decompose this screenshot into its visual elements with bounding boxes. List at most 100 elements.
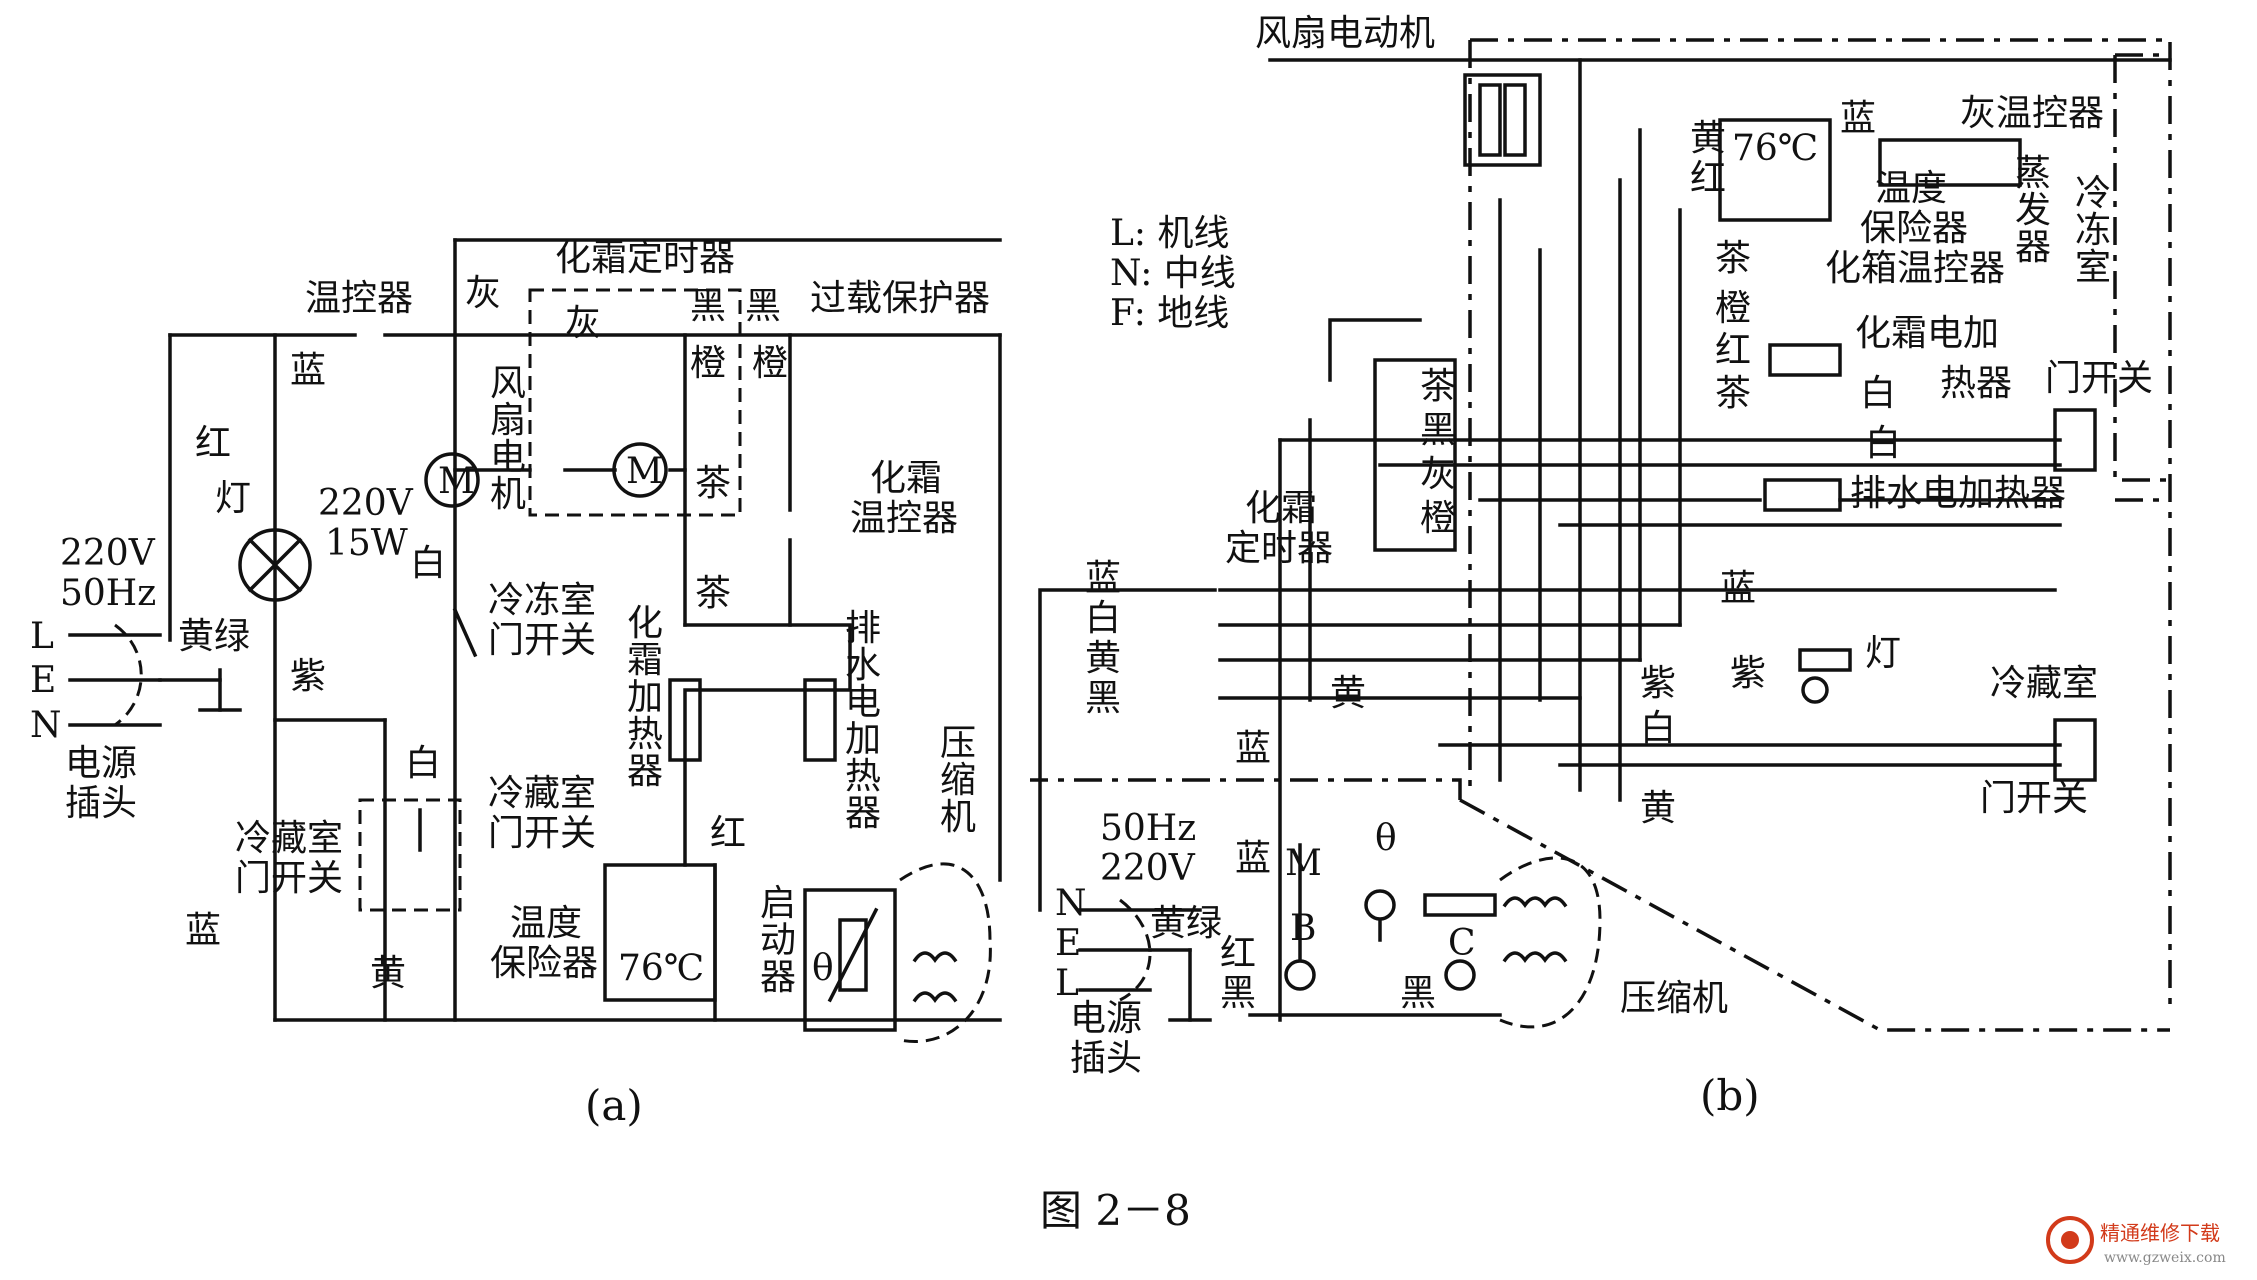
N-label-b: N (1055, 883, 1087, 924)
legend-N: N: 中线 (1110, 253, 1236, 294)
drain-heater-label-3: 电 (845, 682, 881, 723)
freezer-label-1: 冷 (2075, 173, 2111, 214)
evaporator-label-1: 蒸 (2015, 153, 2051, 194)
fridge-door-switch-2: 门开关 (488, 813, 596, 854)
fuse-temp-label-a: 76℃ (618, 948, 704, 989)
defrost-heater-label-2: 霜 (627, 640, 663, 681)
C-label: C (1448, 923, 1476, 964)
lamp-rating-w: 15W (325, 523, 408, 564)
timer-pin-3: 灰 (1420, 454, 1456, 495)
orange-label-1: 橙 (690, 343, 726, 384)
black-label-2: 黑 (745, 286, 781, 327)
plug-color-3: 黄 (1085, 638, 1121, 679)
brown-label-1: 茶 (695, 463, 731, 504)
compressor-label-a-3: 机 (940, 797, 976, 838)
evaporator-label-2: 发 (2015, 190, 2051, 231)
yellow-green-label-b: 黄绿 (1150, 903, 1222, 944)
theta-label-a: θ (812, 948, 834, 989)
thermostat-label: 温控器 (305, 278, 413, 319)
defrost-heater-b-2: 热器 (1940, 363, 2012, 404)
fridge-door-switch-1: 冷藏室 (488, 773, 596, 814)
plug-color-2: 白 (1085, 598, 1121, 639)
compressor-label-a-2: 缩 (940, 760, 976, 801)
thermal-fuse-label-1: 温度 (510, 903, 582, 944)
white-label-1: 白 (410, 543, 446, 584)
drain-heater-label-1: 排 (845, 608, 881, 649)
fridge-label-b: 冷藏室 (1990, 663, 2098, 704)
caption-a: (a) (585, 1081, 643, 1130)
black-label-b: 黑 (1220, 973, 1256, 1014)
watermark: 精通维修下载 www.gzweix.com (2046, 1216, 2226, 1266)
orange-label-2: 橙 (752, 343, 788, 384)
red-label: 红 (195, 423, 231, 464)
E-label-a: E (30, 660, 56, 701)
plug-color-4: 黑 (1085, 678, 1121, 719)
purple-label-b: 紫 (1640, 663, 1676, 704)
freezer-label-3: 室 (2075, 247, 2111, 288)
fan-motor-label-1: 风 (490, 363, 526, 404)
evaporator-label-3: 器 (2015, 227, 2051, 268)
defrost-heater-b-1: 化霜电加 (1855, 313, 1999, 354)
overload-protector-label: 过载保护器 (810, 278, 990, 319)
door-switch2-label: 门开关 (1980, 778, 2088, 819)
compressor-label-a-1: 压 (940, 723, 976, 764)
starter-label-3: 器 (760, 957, 796, 998)
white-label-2: 白 (405, 743, 441, 784)
lamp-label-b: 灯 (1865, 633, 1901, 674)
purple-label-a: 紫 (290, 656, 326, 697)
panel-b: 风扇电动机 L: 机线 N: 中线 F: 地线 黄 红 蓝 灰温控器 76℃ 温… (1030, 13, 2172, 1120)
L-label-a: L (30, 616, 54, 657)
drain-heater-label-2: 水 (845, 645, 881, 686)
timer-pin-1: 茶 (1420, 366, 1456, 407)
watermark-name: 精通维修下载 (2100, 1221, 2220, 1245)
plug-label-b-2: 插头 (1070, 1038, 1142, 1079)
plug-color-1: 蓝 (1085, 558, 1121, 599)
yellow-wire-label: 黄 (1330, 673, 1366, 714)
brown-label-2: 茶 (695, 573, 731, 614)
white2-label-b: 白 (1865, 423, 1901, 464)
black2-label-b: 黑 (1400, 973, 1436, 1014)
watermark-url: www.gzweix.com (2104, 1250, 2226, 1266)
drain-heater-label-6: 器 (845, 793, 881, 834)
blue-v1-label: 蓝 (1235, 728, 1271, 769)
thermal-fuse-label-2: 保险器 (490, 943, 598, 984)
thermal-fuse-b-1: 温度 (1875, 168, 1947, 209)
E-label-b: E (1055, 923, 1081, 964)
starter-label-1: 启 (760, 883, 796, 924)
legend-F: F: 地线 (1110, 293, 1229, 334)
white3-label-b: 白 (1640, 708, 1676, 749)
gray-thermostat-label: 灰温控器 (1960, 93, 2104, 134)
timer-pin-4: 橙 (1420, 498, 1456, 539)
defrost-heater-label-5: 器 (627, 751, 663, 792)
red-label-b: 红 (1690, 158, 1726, 199)
gray-label-1: 灰 (465, 273, 501, 314)
yellow-label-a: 黄 (370, 953, 406, 994)
yellow2-label-b: 黄 (1640, 788, 1676, 829)
freezer-door-switch-2: 门开关 (488, 620, 596, 661)
motor-symbol-1: M (438, 461, 475, 502)
purple-lamp-label: 紫 (1730, 653, 1766, 694)
drain-heater-label-5: 热 (845, 756, 881, 797)
compressor-label-b: 压缩机 (1620, 978, 1728, 1019)
door-switch-label-b: 门开关 (2045, 358, 2153, 399)
M-label: M (1285, 843, 1322, 884)
motor-symbol-2: M (626, 451, 663, 492)
blue-label-bottom: 蓝 (185, 910, 221, 951)
plug-label-a-2: 插头 (65, 783, 137, 824)
blue-lamp-label: 蓝 (1720, 568, 1756, 609)
timer-label-b-1: 化霜 (1245, 488, 1317, 529)
white-label-b: 白 (1860, 373, 1896, 414)
starter-label-2: 动 (760, 920, 796, 961)
theta-label-b: θ (1375, 818, 1397, 859)
freq-label-b: 50Hz (1100, 808, 1196, 849)
mains-voltage: 220V (60, 533, 156, 574)
red2-label-b: 红 (1715, 330, 1751, 371)
yellow-label-b: 黄 (1690, 118, 1726, 159)
drain-heater-label-b: 排水电加热器 (1850, 473, 2066, 514)
fan-motor-label-3: 电 (490, 437, 526, 478)
defrost-heater-label-3: 加 (627, 677, 663, 718)
defrost-box-thermostat: 化箱温控器 (1825, 248, 2005, 289)
caption-b: (b) (1700, 1071, 1760, 1120)
freezer-label-2: 冻 (2075, 210, 2111, 251)
